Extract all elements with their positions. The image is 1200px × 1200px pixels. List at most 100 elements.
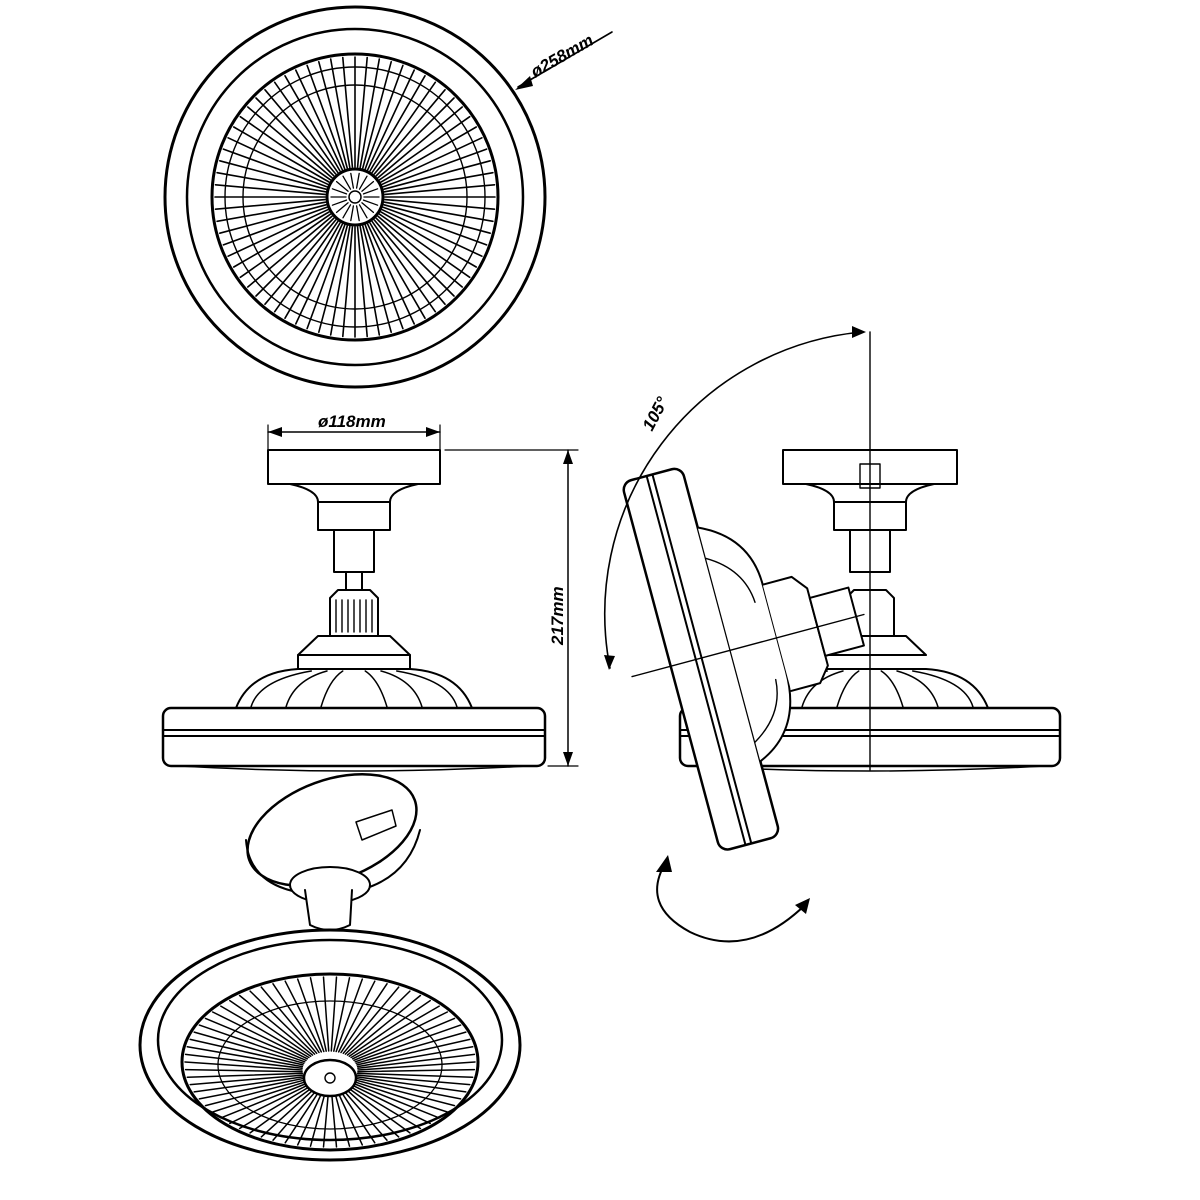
grille-spoke xyxy=(322,1088,330,1148)
tilted-ring-line-1 xyxy=(645,474,747,846)
front-canopy xyxy=(267,449,441,485)
hub-petal xyxy=(335,202,349,214)
grille-spoke xyxy=(219,204,327,234)
top-grille-ring-outer xyxy=(224,66,486,328)
dome-rib xyxy=(396,670,458,708)
grille-spoke xyxy=(296,978,325,1053)
persp-grille-ring xyxy=(217,1000,443,1130)
grille-spoke xyxy=(255,217,335,297)
grille-spoke xyxy=(211,1080,309,1113)
grille-spoke xyxy=(341,56,354,168)
grille-spoke xyxy=(373,89,446,175)
grille-spoke xyxy=(309,1088,327,1147)
tilted-ring-line-2 xyxy=(651,473,753,845)
grille-spoke xyxy=(364,224,404,330)
grille-spoke xyxy=(294,223,344,325)
grille-spoke xyxy=(383,204,492,234)
height-arrow-bottom xyxy=(563,752,573,766)
grille-spoke xyxy=(198,1024,306,1063)
height-label: 217mm xyxy=(548,586,567,646)
dome-rib xyxy=(380,670,423,708)
grille-spoke xyxy=(247,215,333,288)
tilt-arc-arrow-top xyxy=(852,326,866,338)
dome-rib xyxy=(364,670,388,708)
grille-spoke xyxy=(366,223,416,325)
outer-diameter-arrow xyxy=(515,76,533,90)
grille-spoke xyxy=(189,1038,304,1066)
front-rod-joint xyxy=(345,571,363,591)
grille-spoke xyxy=(375,217,455,297)
front-housing-dome xyxy=(235,668,473,709)
persp-hub-center xyxy=(324,1072,336,1084)
grille-spoke xyxy=(340,983,388,1054)
grille-spoke xyxy=(344,1085,411,1134)
grille-spoke xyxy=(247,106,333,179)
grille-spoke xyxy=(184,1061,303,1071)
grille-spoke xyxy=(272,1086,320,1141)
grille-spoke xyxy=(359,58,381,169)
hub-petal xyxy=(335,180,349,192)
front-motor-collar xyxy=(297,635,411,656)
grille-spoke xyxy=(342,1085,400,1138)
grille-spoke xyxy=(380,126,478,183)
grille-spoke xyxy=(186,1072,304,1078)
grille-spoke xyxy=(357,1061,476,1071)
grille-spoke xyxy=(233,126,330,183)
grille-spoke xyxy=(211,1011,309,1060)
top-grille-ring xyxy=(242,84,468,310)
grille-spoke xyxy=(184,1053,303,1070)
dome-rib xyxy=(880,670,904,708)
grille-spoke xyxy=(354,1077,462,1100)
top-inner-ring xyxy=(185,27,525,367)
grille-spoke xyxy=(378,115,471,181)
tilted-fan xyxy=(622,467,865,851)
persp-inner-ring xyxy=(156,938,504,1142)
grille-spoke xyxy=(337,980,376,1053)
hub-petal xyxy=(362,188,379,195)
front-cap-ribs xyxy=(335,599,373,633)
tilt-arc-arrow-bottom xyxy=(604,655,615,670)
grille-spoke xyxy=(189,1074,304,1086)
grille-spoke xyxy=(249,1085,316,1134)
grille-spoke xyxy=(220,1005,310,1059)
grille-spoke xyxy=(214,198,326,210)
grille-spoke xyxy=(273,81,339,174)
grille-spoke xyxy=(284,222,341,320)
grille-spoke xyxy=(383,160,492,190)
grille-spoke xyxy=(375,97,455,177)
grille-spoke xyxy=(377,106,464,179)
grille-spoke xyxy=(351,1011,449,1060)
grille-spoke xyxy=(239,115,332,181)
grille-spoke xyxy=(330,976,338,1052)
grille-spoke xyxy=(272,983,320,1054)
front-motor-base xyxy=(297,654,411,670)
grille-spoke xyxy=(355,1075,467,1093)
mount-diameter-arrow-left xyxy=(268,427,282,437)
hub-petal xyxy=(361,180,375,192)
tilt-canopy-slot xyxy=(859,463,881,489)
outer-diameter-label: ø258mm xyxy=(528,31,597,82)
grille-spoke xyxy=(381,137,483,186)
tilt-downrod xyxy=(849,529,891,573)
grille-spoke xyxy=(348,999,431,1058)
top-grille xyxy=(214,56,496,338)
grille-spoke xyxy=(382,206,488,246)
dome-rib xyxy=(896,670,939,708)
grille-spoke xyxy=(222,206,328,246)
hub-petal xyxy=(355,205,360,222)
persp-hub xyxy=(302,1058,358,1098)
dome-rib xyxy=(320,670,344,708)
front-canopy-neck xyxy=(289,483,419,503)
tilt-angle-label: 105° xyxy=(639,394,672,434)
top-hub-center xyxy=(348,190,362,204)
grille-spoke xyxy=(377,215,464,288)
grille-spoke xyxy=(361,225,393,334)
grille-spoke xyxy=(306,64,346,170)
mount-diameter-arrow-right xyxy=(426,427,440,437)
grille-spoke xyxy=(373,219,446,306)
hub-petal xyxy=(342,175,352,190)
grille-spoke xyxy=(356,1072,474,1078)
rotation-arrow-head-end xyxy=(795,898,810,914)
